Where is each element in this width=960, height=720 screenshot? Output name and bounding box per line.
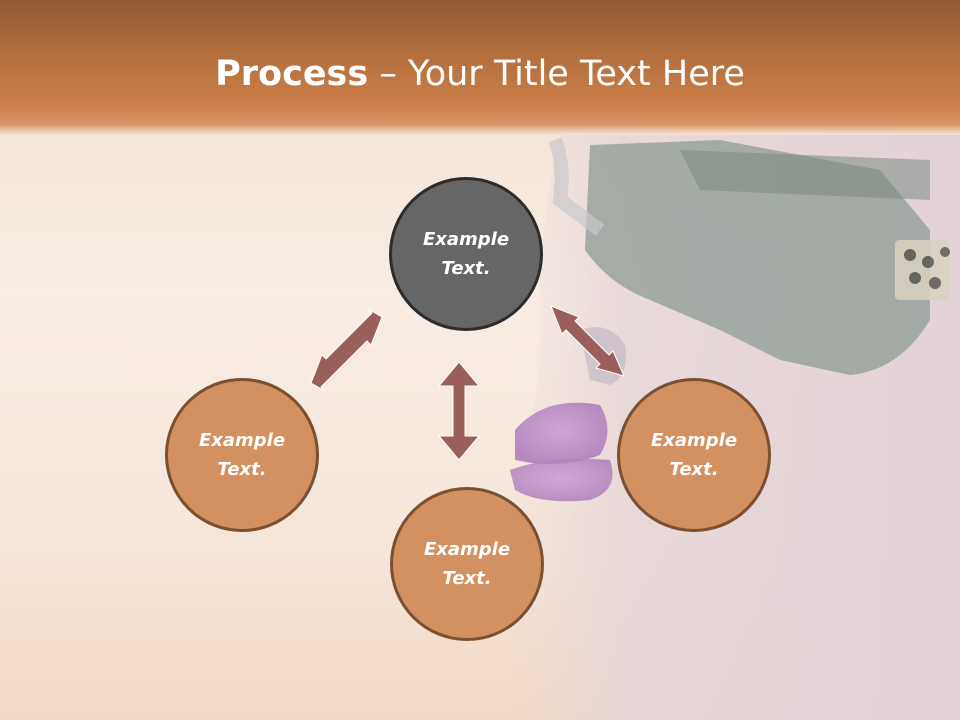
title-bar [0, 0, 960, 135]
node-bottom-label: Example Text. [423, 539, 511, 589]
process-node-left: Example Text. [165, 378, 319, 532]
arrow-vertical [437, 361, 481, 461]
node-left-label: Example Text. [198, 430, 286, 480]
title-text: Your Title Text Here [407, 54, 745, 94]
node-center-label: Example Text. [422, 229, 510, 279]
arrow-top-left [310, 308, 383, 392]
process-node-bottom: Example Text. [390, 487, 544, 641]
node-right-label: Example Text. [650, 430, 738, 480]
slide-title: Process – Your Title Text Here [0, 52, 960, 96]
title-bold: Process [215, 54, 369, 94]
arrow-top-right [550, 305, 625, 377]
process-node-right: Example Text. [617, 378, 771, 532]
title-separator: – [368, 54, 408, 94]
process-node-center: Example Text. [389, 177, 543, 331]
